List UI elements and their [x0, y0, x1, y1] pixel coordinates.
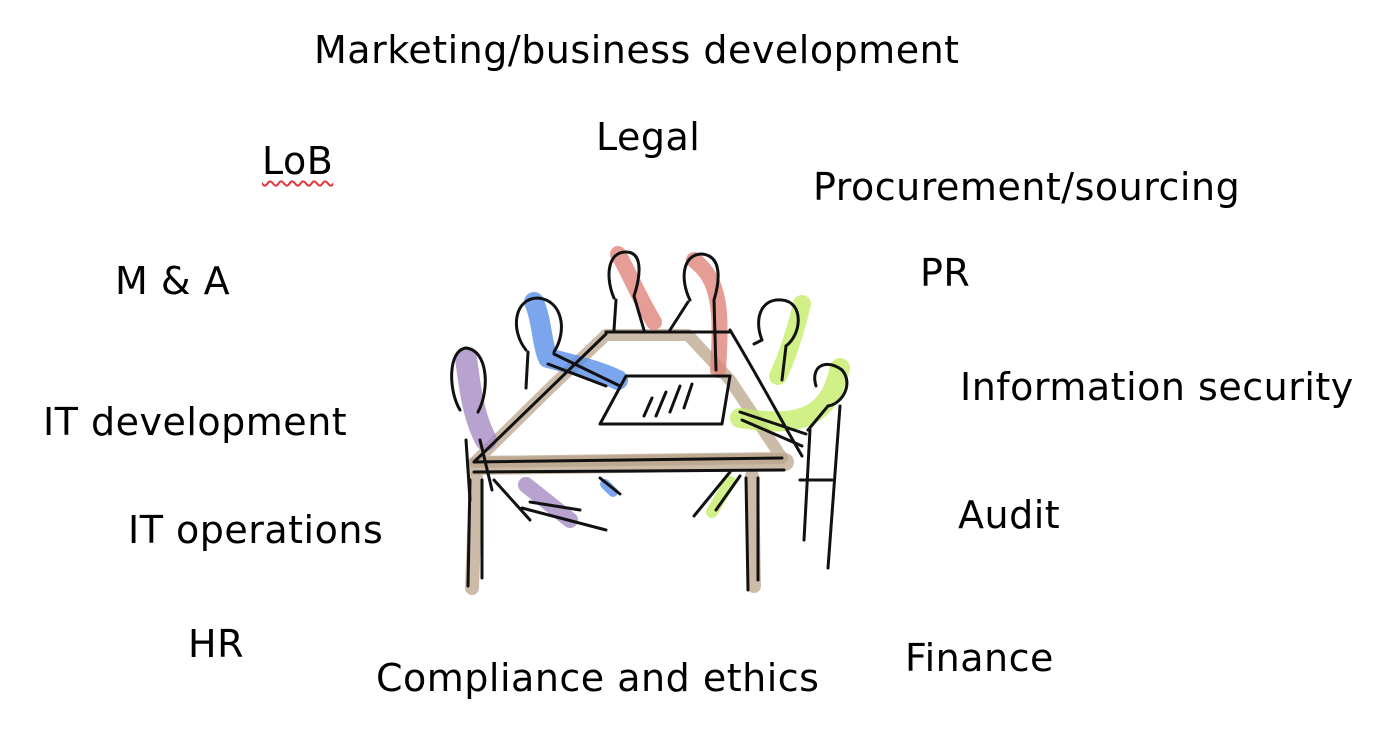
label-lob: LoB — [262, 139, 334, 183]
person-blue-wash — [524, 292, 628, 390]
person-red-2-wash — [686, 252, 728, 378]
person-blue-hand-wash — [600, 479, 618, 497]
person-purple-wash — [455, 347, 497, 451]
label-audit: Audit — [958, 493, 1061, 537]
label-procurement: Procurement/sourcing — [813, 165, 1241, 209]
person-green-2-wash — [730, 358, 850, 432]
person-red-1-wash — [610, 246, 662, 330]
label-marketing: Marketing/business development — [314, 28, 960, 72]
person-green-legs-wash — [706, 476, 736, 518]
label-m-and-a: M & A — [115, 259, 231, 303]
table-leg-right-wash — [745, 469, 761, 593]
table-leg-left-wash — [465, 471, 483, 595]
label-legal: Legal — [596, 115, 701, 159]
ink-lines — [450, 250, 849, 592]
label-finance: Finance — [905, 636, 1054, 680]
label-it-development: IT development — [43, 400, 348, 444]
person-purple-legs-wash — [518, 477, 578, 528]
label-hr: HR — [188, 622, 244, 666]
table-front-edge-wash — [466, 453, 794, 475]
meeting-table-illustration — [450, 246, 850, 595]
label-information-security: Information security — [960, 365, 1354, 409]
label-it-operations: IT operations — [128, 508, 384, 552]
table-top-wash — [469, 329, 788, 468]
label-compliance: Compliance and ethics — [376, 656, 820, 700]
label-pr: PR — [920, 251, 971, 295]
